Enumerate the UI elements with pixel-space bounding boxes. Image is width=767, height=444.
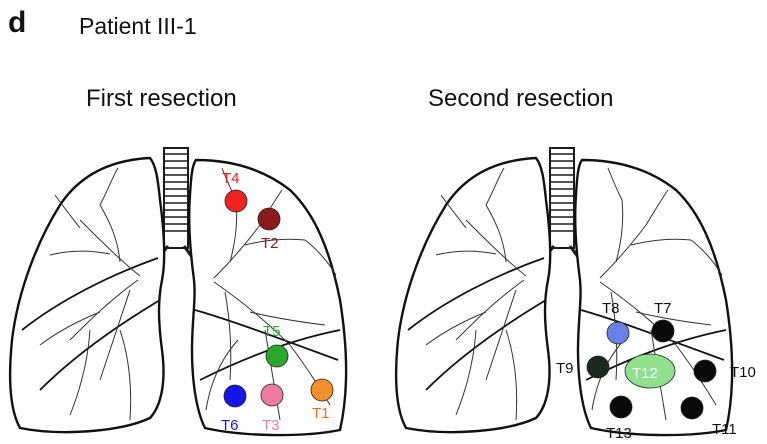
- tumor-t9-label: T9: [556, 360, 574, 377]
- tumor-t13-marker: [610, 396, 632, 418]
- tumor-t9-marker: [587, 356, 609, 378]
- tumor-t1-marker: [311, 379, 333, 401]
- tumor-t2-label: T2: [261, 235, 279, 252]
- tumor-t2-marker: [258, 208, 280, 230]
- second-resection-lungs: [396, 148, 732, 435]
- tumor-t3-label: T3: [262, 417, 280, 434]
- tumor-t8-label: T8: [602, 300, 620, 317]
- tumor-t6-marker: [224, 385, 246, 407]
- tumor-t5-label: T5: [263, 323, 281, 340]
- first-resection-lungs: [10, 148, 346, 435]
- tumor-t4-marker: [225, 190, 247, 212]
- tumor-t4-label: T4: [222, 170, 240, 187]
- tumor-t13-label: T13: [606, 425, 632, 442]
- tumor-t1-label: T1: [312, 405, 330, 422]
- tumor-t10-marker: [694, 360, 716, 382]
- tumor-t12-label: T12: [632, 365, 658, 382]
- tumor-t5-marker: [266, 345, 288, 367]
- tumor-t7-marker: [652, 320, 674, 342]
- tumor-t11-marker: [681, 397, 703, 419]
- tumor-t6-label: T6: [221, 417, 239, 434]
- tumor-t3-marker: [261, 384, 283, 406]
- tumor-t8-marker: [607, 322, 629, 344]
- tumor-t7-label: T7: [654, 300, 672, 317]
- tumor-t11-label: T11: [712, 421, 737, 438]
- tumor-t10-label: T10: [730, 364, 756, 381]
